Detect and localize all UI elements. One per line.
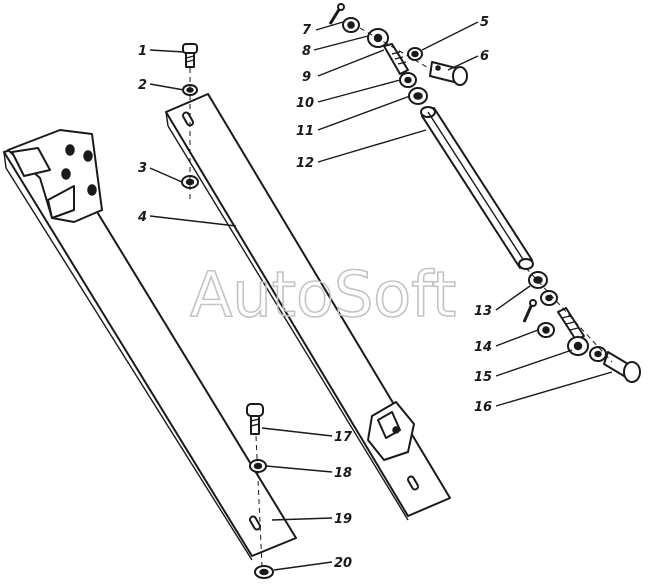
pin-6 [429,61,468,86]
callout-16: 16 [474,400,492,415]
callout-14: 14 [474,340,492,355]
bolt-16 [603,351,641,383]
rod-end-15 [557,307,589,356]
castle-nut-14 [537,322,555,338]
left-bar-with-bracket [3,129,297,561]
callout-6: 6 [480,49,489,64]
callout-leaders [149,21,613,571]
nut-10 [399,72,417,88]
cotter-pin-14 [522,299,537,323]
callout-18: 18 [334,466,352,481]
washer-5 [407,47,423,61]
callout-19: 19 [334,512,352,527]
callout-labels: 1 2 3 4 5 6 7 8 9 10 11 12 13 14 15 16 1… [137,15,492,571]
callout-13: 13 [474,304,492,319]
rod-end-9 [367,28,409,75]
nut-11 [408,87,428,105]
callout-3: 3 [138,161,147,176]
callout-2: 2 [138,78,147,93]
callout-12: 12 [296,156,314,171]
right-bar [165,93,451,521]
washer-16 [589,346,607,362]
nut-13 [528,271,548,289]
nut-20 [254,565,274,579]
callout-9: 9 [302,70,311,85]
bolt-1 [182,43,198,68]
washer-18 [249,459,267,473]
callout-4: 4 [137,210,147,225]
callout-11: 11 [296,124,314,139]
bolt-17 [246,403,264,435]
callout-15: 15 [474,370,492,385]
callout-7: 7 [302,23,312,38]
watermark: AutoSoft [190,258,456,331]
callout-17: 17 [334,430,353,445]
callout-1: 1 [138,44,147,59]
callout-8: 8 [302,44,311,59]
cotter-pin-7 [328,3,345,25]
callout-20: 20 [334,556,352,571]
callout-10: 10 [296,96,314,111]
tube-12 [420,106,534,270]
nut-13b [540,290,558,306]
castle-nut-8 [342,17,360,33]
callout-5: 5 [480,15,489,30]
